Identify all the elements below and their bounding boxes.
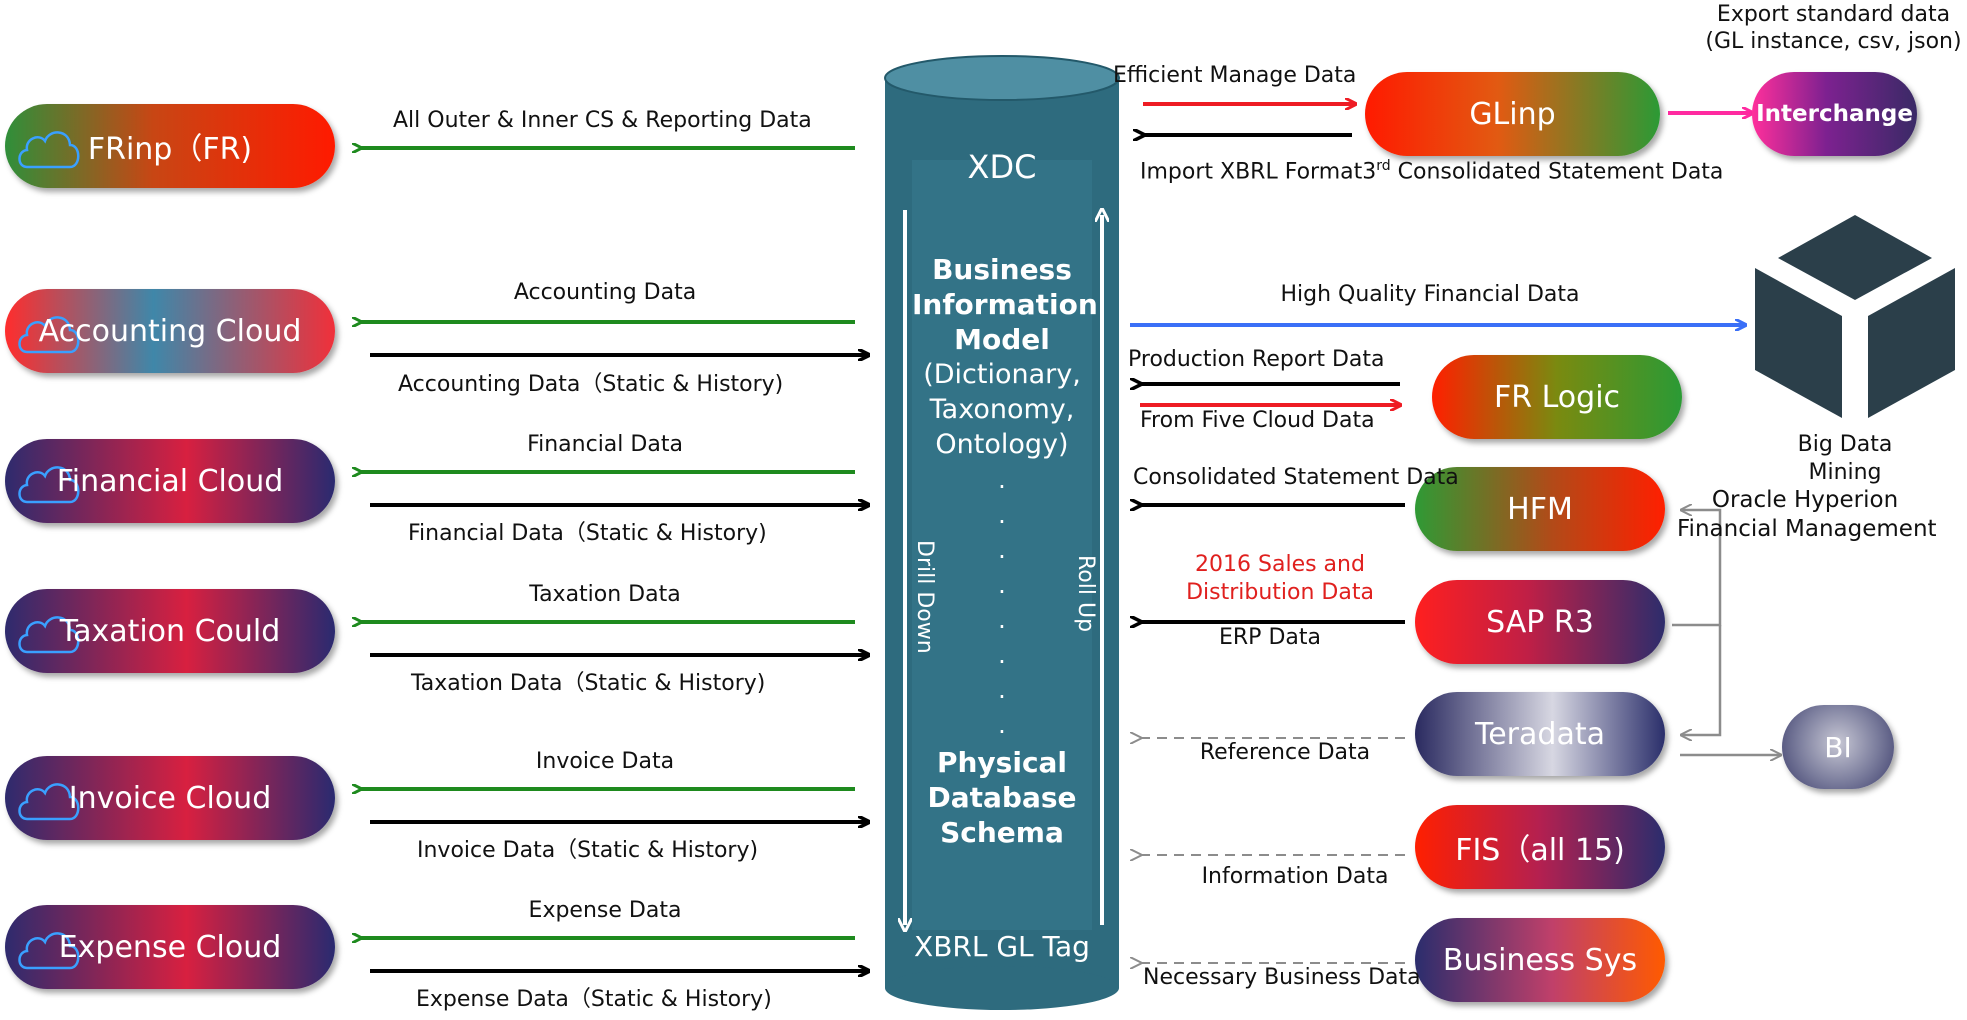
xdc-title: XDC: [967, 148, 1037, 186]
expense-cloud-node[interactable]: Expense Cloud: [5, 905, 335, 989]
bi-label: BI: [1824, 730, 1852, 764]
taxation-out-label: Taxation Data（Static & History): [411, 671, 766, 696]
financial-cloud-node[interactable]: Financial Cloud: [5, 439, 335, 523]
teradata-label: Teradata: [1475, 716, 1605, 752]
accounting-in-label: Accounting Data: [513, 280, 697, 305]
import-ordinal: 3: [1362, 159, 1377, 185]
import-ordinal-suffix: rd: [1376, 158, 1391, 174]
production-report-label: Production Report Data: [1128, 347, 1385, 372]
high-quality-label: High Quality Financial Data: [1280, 282, 1580, 307]
financial-out-label: Financial Data（Static & History): [408, 521, 767, 546]
cloud-icon: [18, 783, 80, 821]
interchange-label: Interchange: [1756, 101, 1913, 127]
invoice-cloud-node[interactable]: Invoice Cloud: [5, 756, 335, 840]
reference-label: Reference Data: [1199, 740, 1371, 765]
fis-label: FIS（all 15): [1455, 833, 1625, 868]
sales-label-1: 2016 Sales and: [1195, 552, 1365, 577]
cloud-icon: [18, 616, 80, 654]
sales-label-2: Distribution Data: [1186, 580, 1374, 605]
hfm-label: HFM: [1507, 491, 1573, 527]
erp-label: ERP Data: [1219, 625, 1321, 650]
business-information-model: Business Information Model: [912, 253, 1098, 356]
accounting-cloud-node[interactable]: Accounting Cloud: [5, 289, 335, 373]
accounting-out-label: Accounting Data（Static & History): [398, 372, 784, 397]
big-data-cube-icon: [1755, 215, 1955, 418]
big-data-label-2: Mining: [1808, 460, 1882, 485]
right-arrows: [1130, 104, 1780, 963]
big-data-label-1: Big Data: [1797, 432, 1893, 457]
interchange-node[interactable]: Interchange: [1752, 72, 1917, 156]
fis-node[interactable]: FIS（all 15): [1415, 805, 1665, 889]
taxation-in-label: Taxation Data: [529, 582, 681, 607]
bim-subtitle: (Dictionary, Taxonomy, Ontology): [923, 359, 1081, 460]
physical-database-schema: Physical Database Schema: [927, 746, 1077, 849]
import-consolidated-text: Consolidated Statement Data: [1390, 159, 1724, 185]
sap-r3-label: SAP R3: [1486, 604, 1594, 640]
expense-out-label: Expense Data（Static & History): [416, 987, 772, 1012]
taxation-cloud-node[interactable]: Taxation Could: [5, 589, 335, 673]
invoice-out-label: Invoice Data（Static & History): [417, 838, 759, 863]
cloud-icon: [18, 316, 80, 354]
invoice-in-label: Invoice Data: [535, 749, 675, 774]
frinp-label: FRinp（FR): [87, 132, 253, 167]
teradata-node[interactable]: Teradata: [1415, 692, 1665, 776]
export-label-2: (GL instance, csv, json): [1705, 29, 1962, 54]
frinp-node[interactable]: FRinp（FR): [5, 104, 335, 188]
five-cloud-label: From Five Cloud Data: [1140, 408, 1375, 433]
necessary-label: Necessary Business Data: [1143, 965, 1421, 990]
accounting-cloud-label: Accounting Cloud: [38, 313, 302, 349]
expense-in-label: Expense Data: [528, 898, 682, 923]
xdc-cylinder: [884, 55, 1120, 1010]
export-label-1: Export standard data: [1716, 2, 1951, 27]
xbrl-gl-tag: XBRL GL Tag: [914, 930, 1090, 963]
invoice-cloud-label: Invoice Cloud: [68, 780, 272, 816]
efficient-manage-label: Efficient Manage Data: [1113, 63, 1357, 88]
consolidated-label: Consolidated Statement Data: [1133, 465, 1459, 490]
roll-up-label: Roll Up: [1073, 555, 1098, 633]
oracle-label-1: Oracle Hyperion: [1711, 487, 1899, 513]
cloud-icon: [18, 466, 80, 504]
sap-r3-node[interactable]: SAP R3: [1415, 580, 1665, 664]
frinp-arrow-label: All Outer & Inner CS & Reporting Data: [393, 108, 812, 133]
cloud-icon: [18, 131, 80, 169]
glinp-node[interactable]: GLinp: [1365, 72, 1660, 156]
cloud-icon: [18, 932, 80, 970]
bi-node[interactable]: BI: [1782, 705, 1894, 789]
hfm-node[interactable]: HFM: [1415, 467, 1665, 551]
dotted-divider: · · · · · · · ·: [998, 473, 1006, 746]
left-arrows: [360, 148, 868, 971]
business-sys-label: Business Sys: [1442, 942, 1638, 978]
expense-cloud-label: Expense Cloud: [58, 929, 282, 965]
financial-cloud-label: Financial Cloud: [56, 463, 284, 499]
information-label: Information Data: [1201, 864, 1389, 889]
taxation-cloud-label: Taxation Could: [59, 613, 281, 649]
fr-logic-node[interactable]: FR Logic: [1432, 355, 1682, 439]
fr-logic-label: FR Logic: [1493, 379, 1621, 415]
import-xbrl-text: Import XBRL Format: [1140, 159, 1363, 185]
drill-down-label: Drill Down: [912, 540, 937, 654]
oracle-label-2: Financial Management: [1677, 516, 1937, 542]
business-sys-node[interactable]: Business Sys: [1415, 918, 1665, 1002]
glinp-label: GLinp: [1469, 96, 1556, 132]
import-xbrl-label: Import XBRL Format3rd Consolidated State…: [1140, 158, 1723, 184]
financial-in-label: Financial Data: [527, 432, 683, 457]
